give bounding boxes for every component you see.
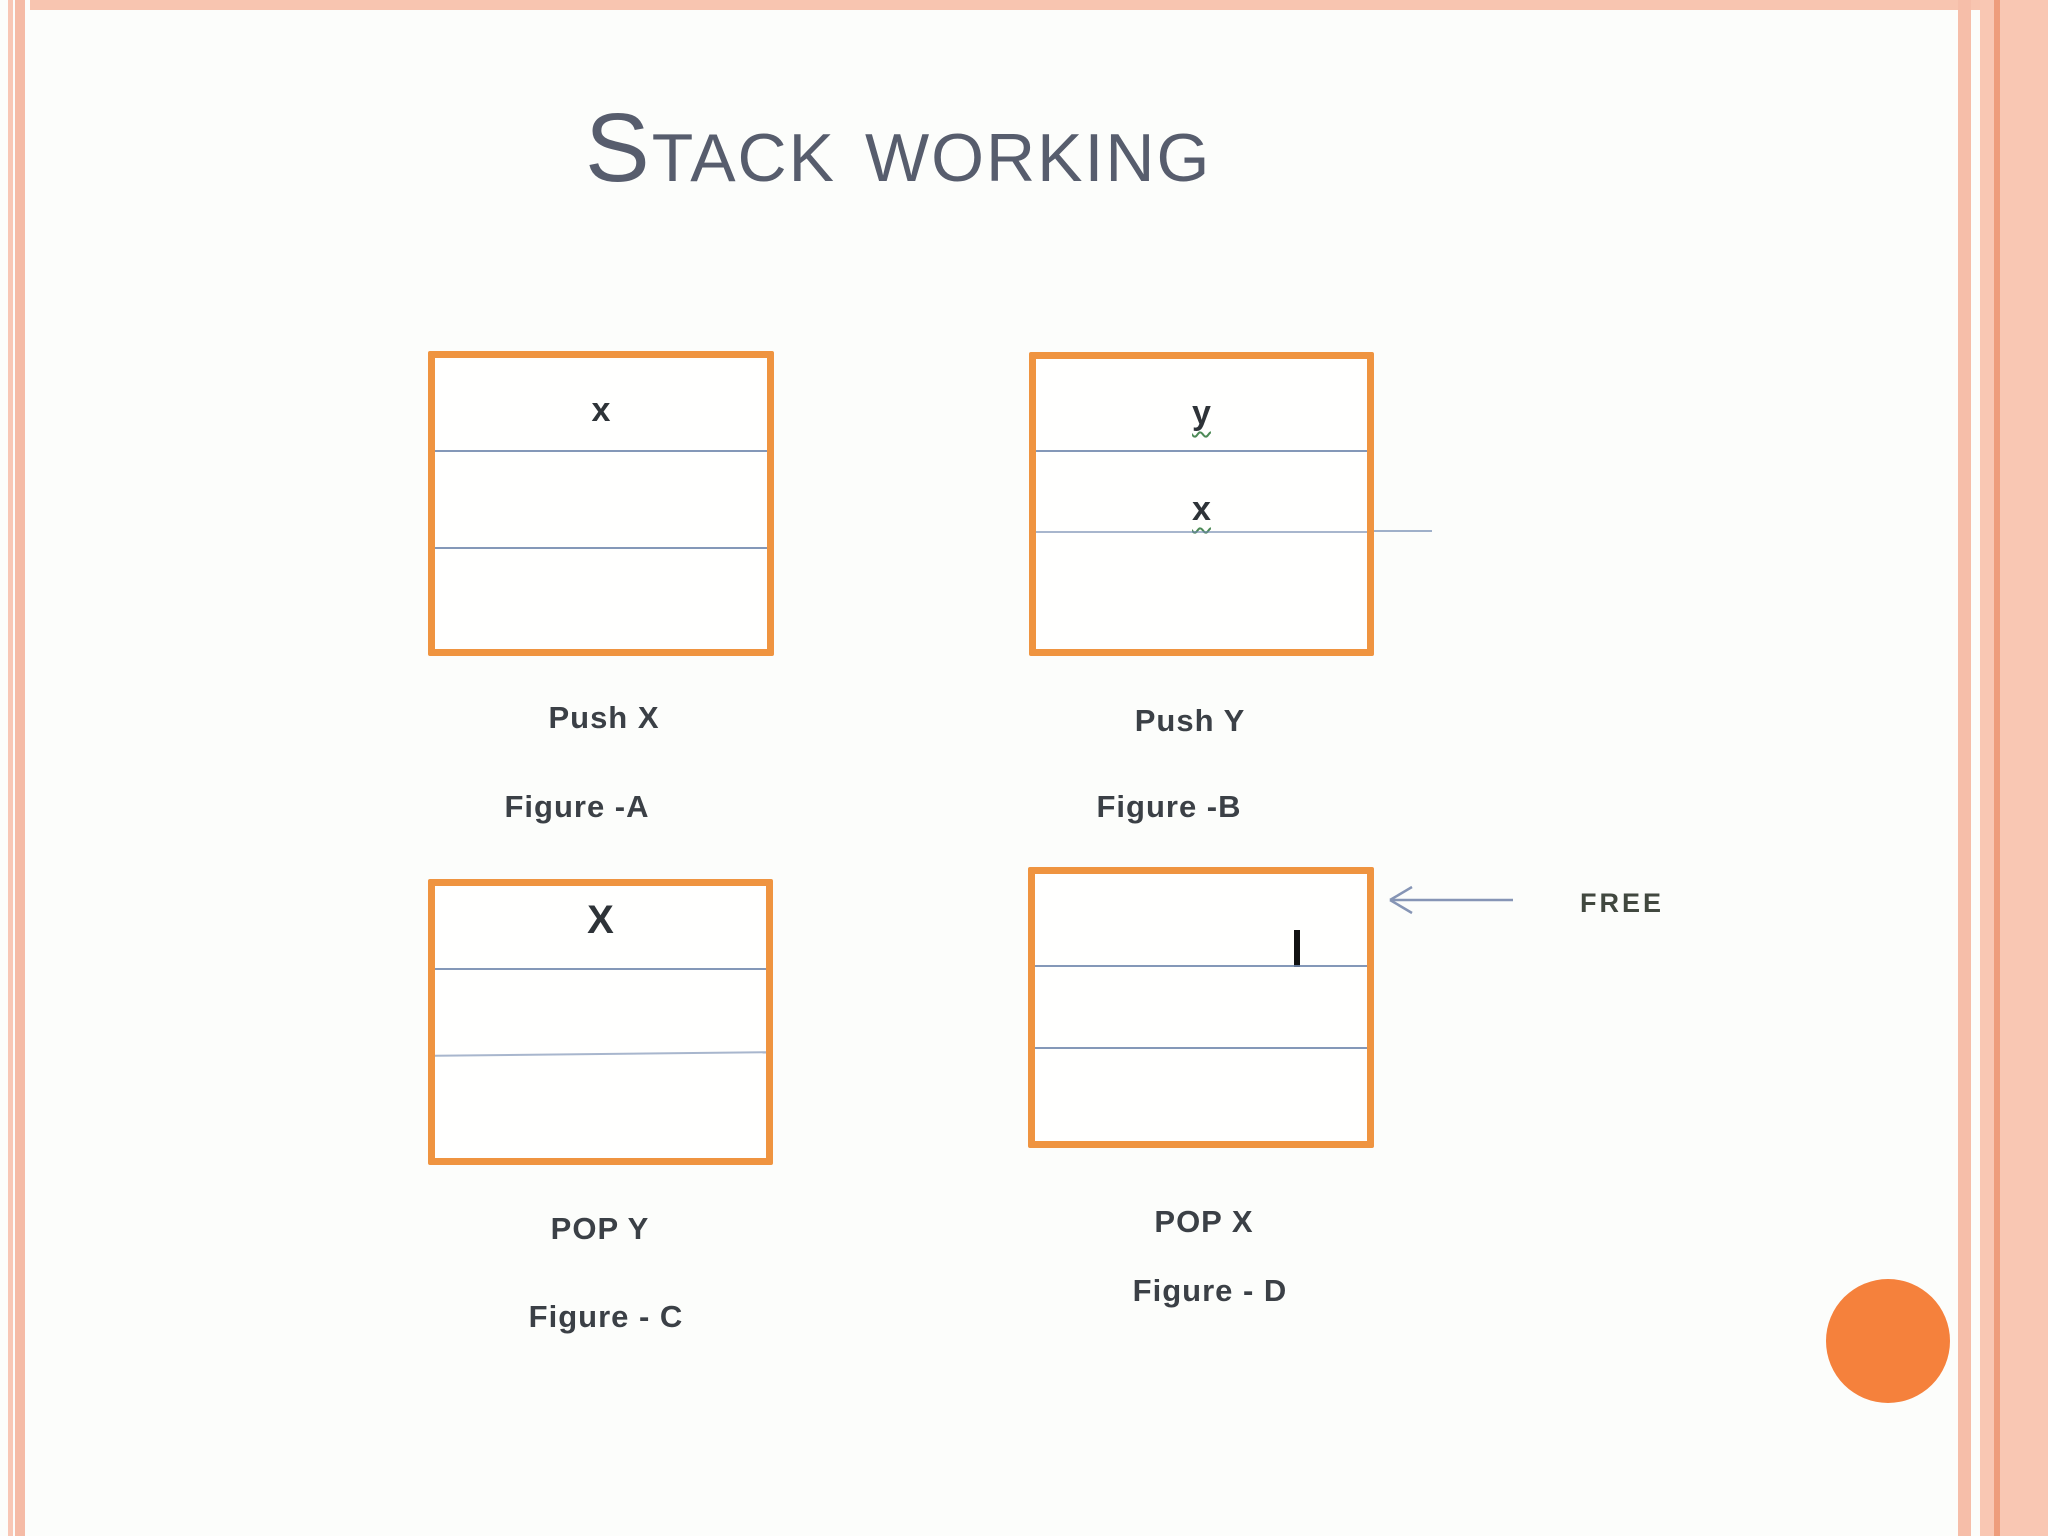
caption-figure-b: Figure -B [1096, 789, 1242, 824]
stack-b-top-value: y [1192, 394, 1211, 432]
caption-figure-d: Figure - D [1132, 1273, 1288, 1308]
stack-box-figure-b: y x [1029, 352, 1374, 656]
page-title: Stack working [585, 93, 1212, 202]
left-accent-stripe-thick [15, 0, 25, 1536]
stack-b-divider-2 [1036, 531, 1367, 533]
action-label-pop-x: POP X [1154, 1204, 1254, 1239]
text-cursor-mark [1294, 930, 1300, 967]
stack-b-divider-1 [1036, 450, 1367, 452]
caption-figure-a: Figure -A [504, 789, 650, 824]
stack-a-divider-1 [435, 450, 767, 452]
free-pointer-arrow-icon [1389, 885, 1513, 915]
stack-box-figure-d [1028, 867, 1374, 1148]
right-accent-dark-line [1994, 0, 2000, 1536]
left-accent-stripe-thin [8, 0, 13, 1536]
stack-box-figure-c: X [428, 879, 773, 1165]
action-label-pop-y: POP Y [550, 1211, 650, 1246]
stack-d-divider-1 [1035, 965, 1367, 967]
stack-a-divider-2 [435, 547, 767, 549]
free-label: FREE [1579, 888, 1664, 918]
stack-b-mid-value: x [1192, 490, 1211, 528]
stack-d-divider-2 [1035, 1047, 1367, 1049]
stack-box-figure-a: x [428, 351, 774, 656]
caption-figure-c: Figure - C [528, 1299, 684, 1334]
top-accent-bar [30, 0, 1980, 10]
action-label-push-x: Push X [548, 700, 660, 735]
stack-c-divider-1 [435, 968, 766, 970]
right-accent-stripe-thin [1958, 0, 1971, 1536]
stack-c-divider-2 [434, 1051, 767, 1057]
theme-circle-decoration [1826, 1279, 1950, 1403]
stack-a-top-value: x [591, 391, 611, 429]
right-accent-band [1980, 0, 2048, 1536]
action-label-push-y: Push Y [1134, 703, 1246, 738]
stack-b-divider-extension-line [1374, 530, 1432, 532]
stack-c-top-value: X [587, 898, 614, 942]
